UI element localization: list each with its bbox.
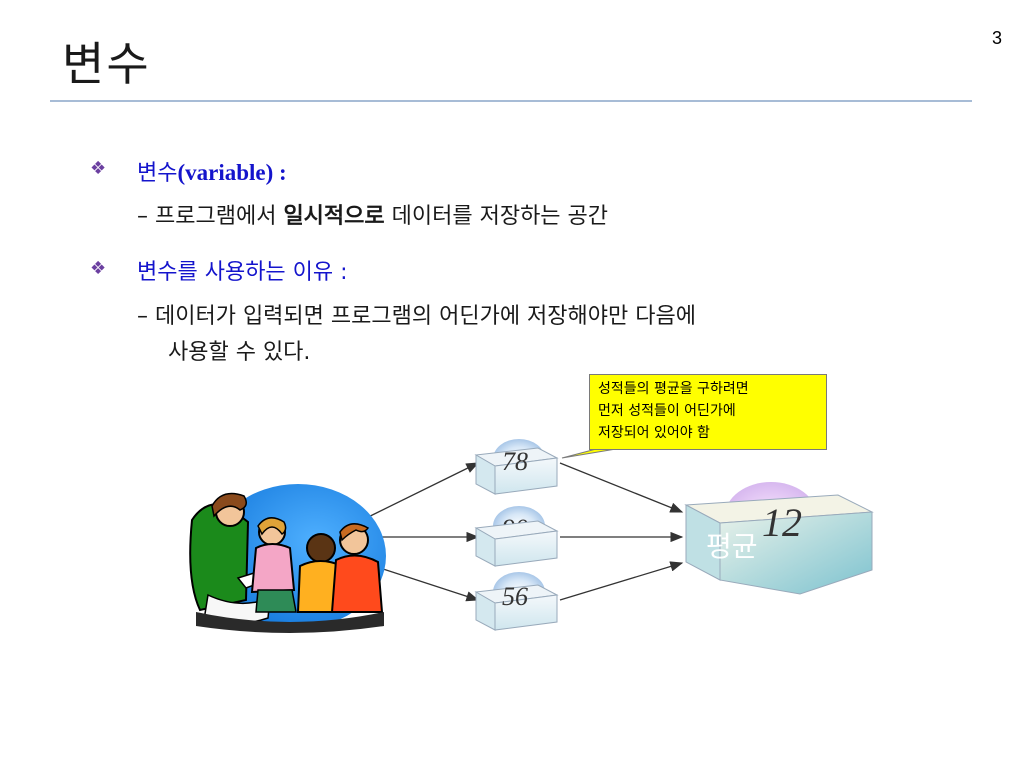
bullet-1-heading-korean: 변수 (137, 161, 178, 186)
bullet-1-heading: 변수(variable) : (137, 155, 287, 187)
bullet-diamond-icon: ❖ (90, 158, 107, 179)
arrow-to-56 (379, 567, 480, 602)
slide-title: 변수 (62, 37, 151, 91)
average-box: 12 평균 (684, 482, 874, 595)
average-label: 평균 (706, 530, 758, 563)
arrow-56-to-avg (559, 561, 684, 601)
value-box-78: 78 (474, 439, 559, 495)
value-box-90: 90 (474, 506, 559, 567)
bullet-1-sub-bold: 일시적으로 (283, 204, 385, 229)
arrow-to-78 (351, 462, 480, 526)
bullet-2-heading: 변수를 사용하는 이유 : (137, 260, 348, 285)
bullet-2-sub-line1: – 데이터가 입력되면 프로그램의 어딘가에 저장해야만 다음에 (137, 304, 696, 329)
arrow-78-to-avg (559, 462, 684, 513)
value-box-56: 56 (474, 572, 559, 631)
callout-line-2: 먼저 성적들이 어딘가에 (598, 403, 736, 419)
title-divider (50, 100, 972, 102)
bullet-1-sub-suffix: 데이터를 저장하는 공간 (384, 204, 609, 229)
bullet-diamond-icon: ❖ (90, 258, 107, 279)
average-value-label: 12 (762, 500, 802, 545)
callout-box: 성적들의 평균을 구하려면 먼저 성적들이 어딘가에 저장되어 있어야 함 (589, 374, 827, 450)
teacher-children-clipart (189, 484, 386, 633)
bullet-1-sub: – 프로그램에서 일시적으로 데이터를 저장하는 공간 (137, 198, 608, 230)
bullet-2-sub-line2: 사용할 수 있다. (168, 340, 311, 365)
callout-line-3: 저장되어 있어야 함 (598, 425, 710, 441)
page-number: 3 (991, 28, 1002, 48)
value-78-label: 78 (502, 447, 528, 476)
bullet-1-sub-prefix: – 프로그램에서 (137, 204, 284, 229)
bullet-1-heading-latin: (variable) : (177, 160, 287, 185)
value-56-label: 56 (502, 582, 528, 611)
callout-line-1: 성적들의 평균을 구하려면 (598, 381, 749, 397)
